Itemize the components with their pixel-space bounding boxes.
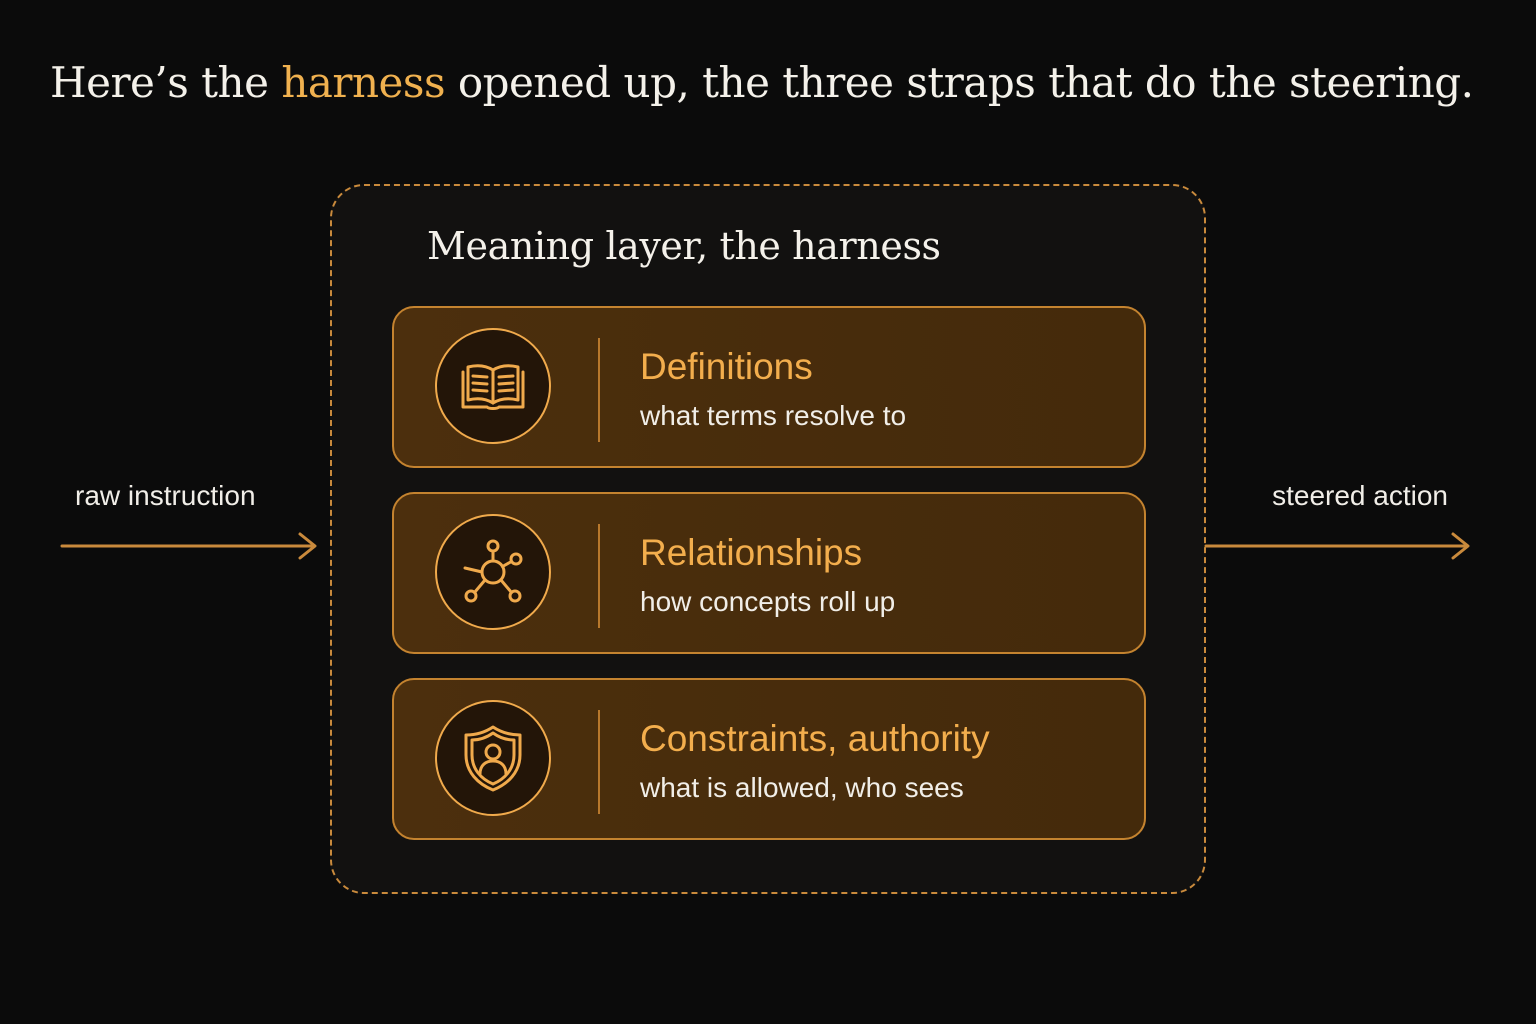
- strap-title: Constraints, authority: [640, 718, 990, 759]
- strap-divider: [598, 710, 600, 814]
- strap-divider: [598, 524, 600, 628]
- network-hub-icon: [435, 514, 551, 630]
- output-arrow: [1204, 532, 1470, 560]
- strap-subtitle: what terms resolve to: [640, 400, 907, 431]
- shield-user-icon: [435, 700, 551, 816]
- strap-definitions: Definitions what terms resolve to: [392, 306, 1146, 468]
- output-label: steered action: [1272, 480, 1448, 511]
- input-label: raw instruction: [75, 480, 256, 511]
- strap-relationships: Relationships how concepts roll up: [392, 492, 1146, 654]
- headline-text-start: Here’s the: [50, 58, 282, 107]
- headline-highlight: harness: [281, 58, 445, 107]
- strap-title: Relationships: [640, 532, 863, 573]
- headline: Here’s the harness opened up, the three …: [50, 58, 1474, 107]
- strap-subtitle: what is allowed, who sees: [640, 772, 964, 803]
- harness-title: Meaning layer, the harness: [427, 224, 941, 268]
- input-arrow: [60, 532, 317, 560]
- strap-constraints-authority: Constraints, authority what is allowed, …: [392, 678, 1146, 840]
- harness-frame: Meaning layer, the harness Definitions w…: [330, 184, 1206, 894]
- strap-divider: [598, 338, 600, 442]
- strap-subtitle: how concepts roll up: [640, 586, 896, 617]
- open-book-icon: [435, 328, 551, 444]
- headline-text-end: opened up, the three straps that do the …: [445, 58, 1474, 107]
- strap-title: Definitions: [640, 346, 813, 387]
